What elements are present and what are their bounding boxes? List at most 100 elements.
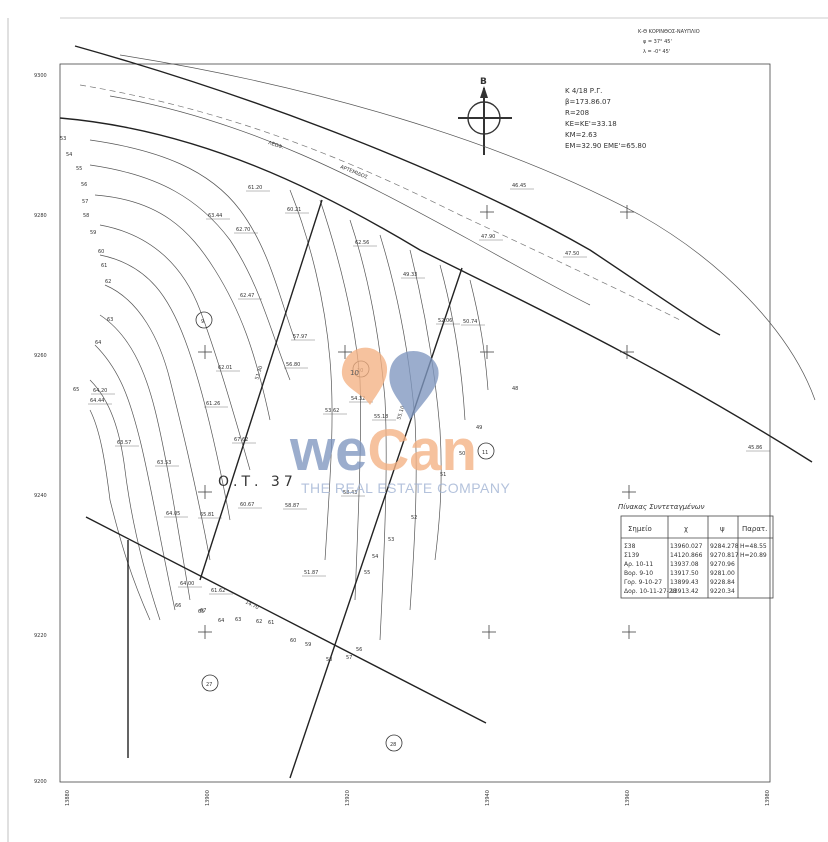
contour-number: 59 — [305, 642, 311, 648]
spot-height: 54.32 — [351, 396, 365, 402]
grid-crosses — [198, 205, 636, 639]
coord-table-cell: 13913.42 — [670, 588, 699, 595]
coord-table-cell: Σ139 — [624, 552, 639, 559]
contour-number: 63 — [235, 617, 241, 623]
curve-param-6: ΕΜ=32.90 ΕΜΕ'=65.80 — [565, 142, 646, 150]
spot-height: 62.70 — [236, 227, 250, 233]
line-label-a: 51.30 — [254, 365, 264, 380]
contour-number: 61 — [101, 263, 107, 269]
contour-number: 55 — [76, 166, 82, 172]
coord-table-cell: 13937.08 — [670, 561, 699, 568]
boundary-9-10 — [199, 199, 323, 581]
contour-number: 54 — [372, 554, 378, 560]
spot-height: 57.97 — [293, 334, 307, 340]
spot-height: 61.26 — [206, 401, 220, 407]
road-edge-inner — [59, 117, 813, 463]
spot-height: 47.50 — [565, 251, 579, 257]
contour-number: 64 — [218, 618, 224, 624]
contour-number: 56 — [81, 182, 87, 188]
spot-height: 64.44 — [90, 398, 104, 404]
coord-table-cell: Δορ. 10-11-27-28 — [624, 588, 677, 595]
latitude-label: φ = 37° 45' — [643, 39, 672, 45]
coord-table-cell: 13917.50 — [670, 570, 699, 577]
y-axis-labels: 9300 9280 9260 9240 9220 9200 — [34, 73, 47, 785]
coord-header-point: Σημείο — [628, 525, 652, 533]
contour-number: 54 — [66, 152, 72, 158]
contour-number: 50 — [459, 451, 465, 457]
coord-table-cell: Σ38 — [624, 543, 636, 550]
contour-number: 66 — [175, 603, 181, 609]
coord-table-cell: 9284.278 — [710, 543, 739, 550]
x-tick-13920: 13920 — [345, 790, 351, 806]
x-tick-13900: 13900 — [205, 790, 211, 806]
road-kerb — [109, 95, 591, 306]
lot-28: 28 — [390, 742, 396, 748]
contour-number: 48 — [512, 386, 518, 392]
coord-header-notes: Παρατ. — [742, 525, 767, 533]
x-tick-13880: 13880 — [65, 790, 71, 806]
wecan-watermark: 10 weCan THE REAL ESTATE COMPANY — [289, 347, 511, 496]
spot-height: 63.57 — [117, 440, 131, 446]
spot-height: 53.62 — [325, 408, 339, 414]
spot-height: 65.81 — [200, 512, 214, 518]
spot-height: 61.20 — [248, 185, 262, 191]
spot-height: 46.45 — [512, 183, 526, 189]
spot-height: 55.18 — [374, 414, 388, 420]
coord-header-y: ψ — [720, 525, 725, 533]
road-name-part1: ΛΕΩΦ. — [267, 140, 284, 151]
curve-param-3: R=208 — [565, 109, 589, 117]
spot-height: 62.56 — [355, 240, 369, 246]
spot-height: 51.87 — [304, 570, 318, 576]
road-centerline — [79, 84, 681, 321]
north-arrow-icon: B — [458, 77, 512, 155]
contour-number: 60 — [290, 638, 296, 644]
lot-11: 11 — [482, 450, 488, 456]
parcel-boundaries: 51.30 55.10 14.70 — [85, 199, 487, 779]
map-frame — [59, 63, 771, 783]
coord-table-cell: 13960.027 — [670, 543, 703, 550]
road-name-part2: ΑΡΤΕΜΙΔΟΣ — [339, 164, 368, 180]
watermark-wordmark: weCan — [289, 418, 477, 483]
contour-number: 52 — [411, 515, 417, 521]
road-lines: ΛΕΩΦ. ΑΡΤΕΜΙΔΟΣ — [59, 45, 816, 463]
y-tick-9220: 9220 — [34, 633, 47, 639]
spot-height: 50.74 — [463, 319, 477, 325]
contour-number: 65 — [73, 387, 79, 393]
coord-table-cell: 9270.817 — [710, 552, 739, 559]
contour-number: 64 — [95, 340, 101, 346]
boundary-10-11 — [289, 267, 463, 779]
x-tick-13960: 13960 — [625, 790, 631, 806]
road-edge-outer — [74, 45, 721, 336]
coord-table-cell: 9270.96 — [710, 561, 735, 568]
contour-number: 53 — [60, 136, 66, 142]
contour-number: 59 — [90, 230, 96, 236]
contour-number: 65 — [198, 609, 204, 615]
watermark-tagline: THE REAL ESTATE COMPANY — [301, 480, 511, 496]
longitude-label: λ = -0° 45' — [643, 49, 670, 55]
contour-number: 56 — [356, 647, 362, 653]
coord-table-cell: 9281.00 — [710, 570, 735, 577]
spot-height: 60.21 — [287, 207, 301, 213]
block-label: Ο.Τ. 37 — [218, 474, 297, 490]
y-tick-9260: 9260 — [34, 353, 47, 359]
line-label-c: 14.70 — [244, 599, 259, 611]
spot-height: 58.43 — [343, 490, 357, 496]
spot-height: 56.80 — [286, 362, 300, 368]
coord-table-cell: 9228.84 — [710, 579, 735, 586]
contour-number: 58 — [83, 213, 89, 219]
spot-height: 64.00 — [180, 581, 194, 587]
coord-table-cell: 13899.43 — [670, 579, 699, 586]
contour-number: 57 — [82, 199, 88, 205]
coord-table-title: Πίνακας Συντεταγμένων — [618, 503, 705, 511]
contour-lines — [89, 139, 489, 641]
curve-parameters: Κ 4/18 Ρ.Γ. β=173.86.07 R=208 ΚΕ=ΚΕ'=33.… — [565, 87, 646, 150]
spot-height: 60.67 — [240, 502, 254, 508]
spot-height: 62.47 — [240, 293, 254, 299]
watermark-brand-can: Can — [367, 418, 477, 483]
watermark-pin-orange-icon — [341, 347, 388, 405]
y-tick-9240: 9240 — [34, 493, 47, 499]
spot-height: 61.62 — [211, 588, 225, 594]
spot-height: 49.33 — [403, 272, 417, 278]
